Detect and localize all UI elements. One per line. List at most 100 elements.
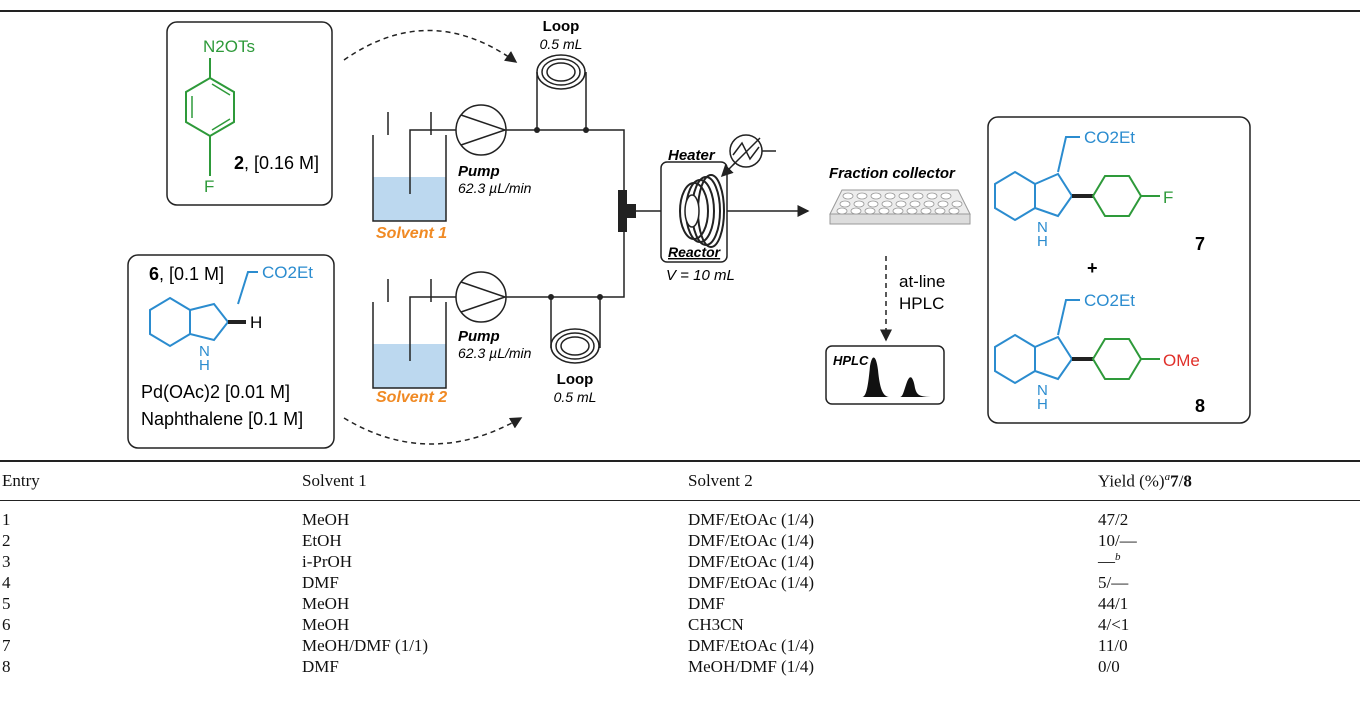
header-yield-slash: /	[1178, 471, 1184, 491]
header-yield-8: 8	[1183, 471, 1192, 491]
cell-solvent-2: DMF/EtOAc (1/4)	[688, 551, 1098, 572]
cell-yield: 0/0	[1098, 656, 1360, 677]
cell-yield-text: 11/0	[1098, 635, 1128, 655]
cell-solvent-1-text: MeOH/DMF (1/1)	[302, 635, 429, 655]
cell-entry: 6	[0, 614, 302, 635]
cell-entry-text: 7	[2, 635, 11, 655]
cell-solvent-1: DMF	[302, 572, 688, 593]
cell-solvent-2: DMF/EtOAc (1/4)	[688, 635, 1098, 656]
product-8-number: 8	[1195, 396, 1205, 416]
header-yield-7: 7	[1170, 471, 1179, 491]
cell-solvent-2: DMF/EtOAc (1/4)	[688, 572, 1098, 593]
cell-solvent-2: DMF	[688, 593, 1098, 614]
cell-solvent-2-text: DMF/EtOAc (1/4)	[688, 509, 815, 529]
hplc-box: HPLC	[825, 345, 945, 405]
solvent-1-bottle: Solvent 1	[372, 112, 456, 242]
loop-1-label: Loop	[543, 18, 580, 35]
cell-yield: —b	[1098, 551, 1360, 572]
cell-solvent-1-text: i-PrOH	[302, 551, 353, 571]
table-header-row: Entry Solvent 1 Solvent 2 Yield (%)a7/8	[0, 461, 1360, 501]
cell-solvent-2-text: DMF/EtOAc (1/4)	[688, 572, 815, 592]
pump-2-label: Pump	[458, 328, 500, 345]
product-8-nitrogen: N	[1037, 382, 1048, 399]
reagent-6-h: H	[250, 313, 262, 332]
table-row: 5 MeOH DMF 44/1	[0, 593, 1360, 614]
cell-solvent-2-text: DMF	[688, 593, 725, 613]
cell-solvent-1-text: EtOH	[302, 530, 342, 550]
fraction-collector: Fraction collector	[829, 165, 971, 225]
cell-solvent-1: MeOH/DMF (1/1)	[302, 635, 688, 656]
product-7-structure: CO2Et N H F 7	[994, 128, 1205, 254]
pump-1-rate: 62.3 µL/min	[458, 180, 532, 196]
hplc-box-label: HPLC	[833, 353, 869, 368]
cell-solvent-2-text: CH3CN	[688, 614, 744, 634]
cell-yield-text: 44/1	[1098, 593, 1129, 613]
cell-entry-text: 1	[2, 509, 11, 529]
tubing-top: Loop 0.5 mL	[506, 18, 625, 190]
cell-solvent-1: i-PrOH	[302, 551, 688, 572]
header-yield-label: Yield (%)	[1098, 471, 1165, 491]
dashed-arrow-top	[343, 29, 518, 63]
flow-scheme: N2OTs F 2 , [0.16 M] 6 , [0.1 M] CO2Et H…	[127, 18, 1251, 449]
product-7-nh: H	[1037, 233, 1048, 250]
reagent-6-nitrogen: N	[199, 343, 210, 360]
yield-footnote: b	[1115, 551, 1121, 564]
heater-label: Heater	[668, 147, 716, 164]
cell-entry-text: 4	[2, 572, 11, 592]
product-7-ester: CO2Et	[1084, 128, 1135, 147]
t-mixer	[618, 190, 627, 232]
header-yield: Yield (%)a7/8	[1098, 461, 1360, 501]
reagent-6-nh: H	[199, 357, 210, 374]
results-table: Entry Solvent 1 Solvent 2 Yield (%)a7/8 …	[0, 460, 1360, 677]
product-7-number: 7	[1195, 234, 1205, 254]
cell-yield: 44/1	[1098, 593, 1360, 614]
cell-entry-text: 6	[2, 614, 11, 634]
cell-solvent-2: CH3CN	[688, 614, 1098, 635]
reagent-2-group: N2OTs	[203, 37, 255, 56]
cell-entry-text: 5	[2, 593, 11, 613]
cell-solvent-2-text: DMF/EtOAc (1/4)	[688, 530, 815, 550]
pump-1-label: Pump	[458, 163, 500, 180]
cell-entry: 3	[0, 551, 302, 572]
reagent-6-box: 6 , [0.1 M] CO2Et H N H Pd(OAc)2 [0.01 M…	[127, 254, 335, 449]
heater-icon	[720, 134, 776, 178]
cell-solvent-1: MeOH	[302, 593, 688, 614]
pump-1: Pump 62.3 µL/min	[455, 104, 532, 196]
product-8-nh: H	[1037, 396, 1048, 413]
cell-yield-text: 47/2	[1098, 509, 1129, 529]
solvent-2-bottle: Solvent 2	[372, 279, 456, 406]
pump-2-rate: 62.3 µL/min	[458, 345, 532, 361]
product-8-methoxy: OMe	[1163, 351, 1200, 370]
cell-entry: 2	[0, 530, 302, 551]
cell-solvent-2-text: MeOH/DMF (1/4)	[688, 656, 815, 676]
cell-yield: 5/—	[1098, 572, 1360, 593]
loop-2-volume: 0.5 mL	[554, 389, 597, 405]
cell-solvent-1-text: DMF	[302, 656, 339, 676]
atline-hplc-label: HPLC	[899, 294, 944, 313]
cell-entry: 4	[0, 572, 302, 593]
cell-entry: 7	[0, 635, 302, 656]
cell-yield-text: 10/—	[1098, 530, 1137, 550]
cell-solvent-2-text: DMF/EtOAc (1/4)	[688, 635, 815, 655]
solvent-1-label: Solvent 1	[376, 225, 447, 242]
cell-solvent-1-text: MeOH	[302, 593, 350, 613]
product-box: CO2Et N H F 7 + CO2Et N H OMe 8	[987, 116, 1251, 424]
reagent-6-number: 6	[149, 264, 159, 284]
cell-solvent-2-text: DMF/EtOAc (1/4)	[688, 551, 815, 571]
cell-entry: 5	[0, 593, 302, 614]
cell-solvent-2: DMF/EtOAc (1/4)	[688, 501, 1098, 531]
header-solvent-2: Solvent 2	[688, 471, 753, 490]
cell-yield-text: 4/<1	[1098, 614, 1130, 634]
plus-sign: +	[1087, 258, 1098, 278]
table-row: 4 DMF DMF/EtOAc (1/4) 5/—	[0, 572, 1360, 593]
table-row: 7 MeOH/DMF (1/1) DMF/EtOAc (1/4) 11/0	[0, 635, 1360, 656]
reagent-6-conc: , [0.1 M]	[159, 264, 224, 284]
header-yield-footnote: a	[1164, 470, 1171, 483]
cell-solvent-1-text: DMF	[302, 572, 339, 592]
